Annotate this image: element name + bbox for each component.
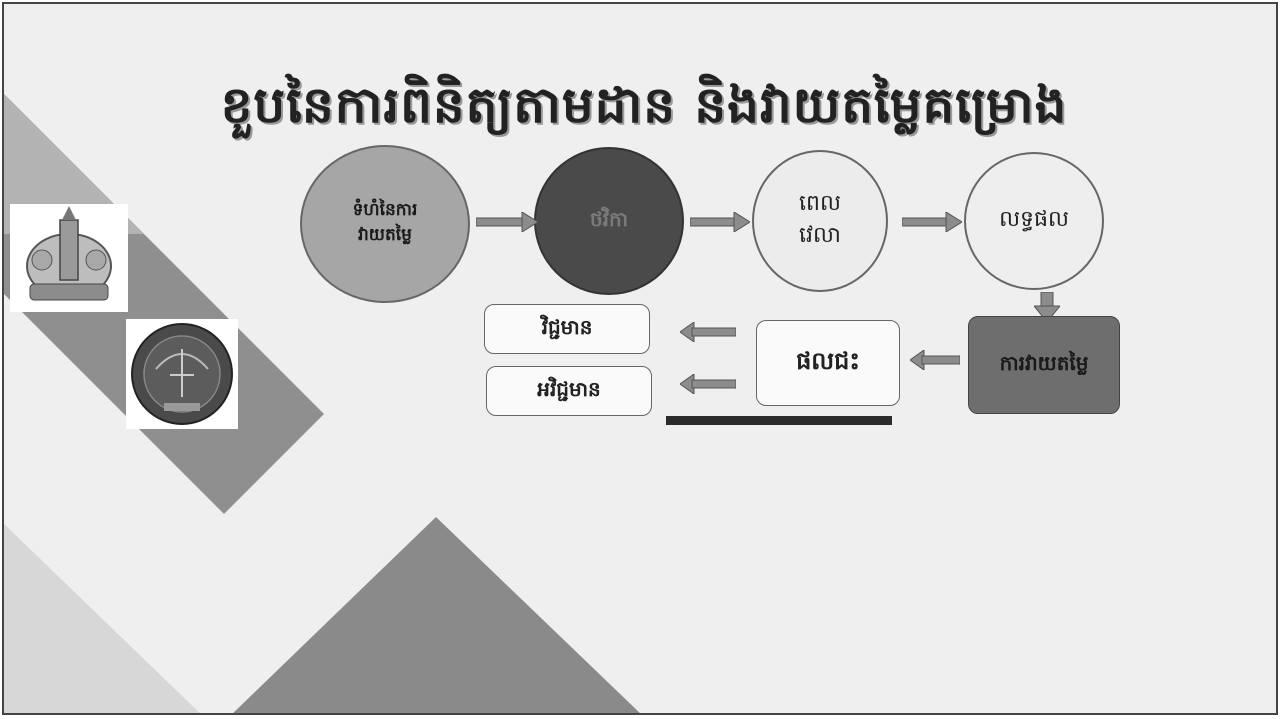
bottom-left-triangle xyxy=(4,524,200,713)
arrow-left-negative xyxy=(680,374,736,394)
time-circle: ពេលវេលា xyxy=(752,150,888,292)
background-shapes xyxy=(4,94,640,713)
evaluation-box: ការវាយតម្លៃ xyxy=(968,316,1120,414)
budget-label: ថវិកា xyxy=(589,207,629,231)
ministry-seal-logo xyxy=(126,319,238,429)
result-circle: លទ្ធផល xyxy=(964,152,1104,290)
arrow-right-3 xyxy=(902,212,962,232)
arrow-left-impact xyxy=(910,350,960,370)
budget-scope-label: ទំហំនៃការវាយតម្លៃ xyxy=(352,200,418,245)
positive-label: វិជ្ជមាន xyxy=(541,315,593,339)
budget-scope-circle: ទំហំនៃការវាយតម្លៃ xyxy=(300,145,470,303)
bottom-triangle xyxy=(233,517,640,713)
result-label: លទ្ធផល xyxy=(999,207,1069,232)
budget-circle: ថវិកា xyxy=(534,147,684,295)
impact-underline xyxy=(666,416,892,425)
arrow-right-2 xyxy=(690,212,750,232)
positive-box: វិជ្ជមាន xyxy=(484,304,650,354)
slide-title: ខួបនៃការពិនិត្យតាមដាន និងវាយតម្លៃគម្រោង xyxy=(220,76,1068,134)
impact-label: ផលជះ xyxy=(796,346,860,375)
negative-box: អវិជ្ជមាន xyxy=(486,366,652,416)
arrow-left-positive xyxy=(680,322,736,342)
negative-label: អវិជ្ជមាន xyxy=(537,377,601,401)
arrow-down xyxy=(1034,292,1060,322)
coat-of-arms-logo xyxy=(10,204,128,312)
arrow-right-1 xyxy=(476,212,538,232)
evaluation-label: ការវាយតម្លៃ xyxy=(999,351,1089,375)
left-triangle-mid xyxy=(4,94,144,234)
time-label: ពេលវេលា xyxy=(799,191,841,248)
impact-box: ផលជះ xyxy=(756,320,900,406)
